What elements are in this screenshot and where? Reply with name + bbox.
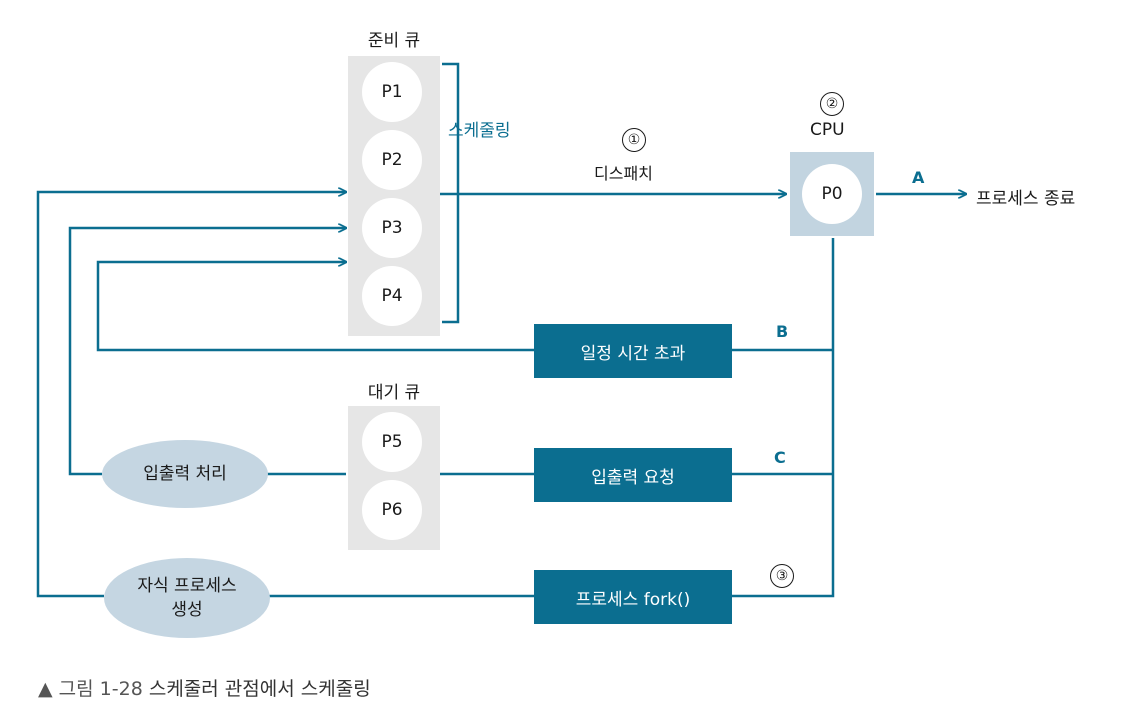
caption-figure-number: 그림 1-28 — [58, 678, 143, 700]
process-p2: P2 — [362, 130, 422, 190]
process-p6: P6 — [362, 480, 422, 540]
caption-text: 스케줄러 관점에서 스케줄링 — [148, 678, 371, 700]
process-p3: P3 — [362, 198, 422, 258]
io-request-letter: C — [774, 448, 786, 467]
process-p1: P1 — [362, 62, 422, 122]
exit-letter: A — [912, 168, 925, 187]
waiting-queue-title: 대기 큐 — [367, 383, 421, 403]
dispatch-label: 디스패치 — [594, 164, 653, 183]
figure-caption: ▲ 그림 1-28 스케줄러 관점에서 스케줄링 — [38, 674, 371, 701]
caption-marker: ▲ — [38, 678, 53, 700]
timeout-return-arrow — [96, 262, 534, 352]
fork-box: 프로세스 fork() — [534, 570, 732, 624]
child-process-label-line1: 자식 프로세스 — [137, 576, 237, 596]
timeout-box: 일정 시간 초과 — [534, 324, 732, 378]
io-request-box: 입출력 요청 — [534, 448, 732, 502]
io-return-arrow — [68, 228, 346, 476]
io-handling-ellipse: 입출력 처리 — [102, 440, 268, 508]
process-p0: P0 — [802, 164, 862, 224]
io-handling-label: 입출력 처리 — [143, 464, 227, 484]
timeout-letter: B — [776, 322, 789, 341]
cpu-number: ② — [820, 92, 844, 116]
cpu-down-line — [732, 238, 835, 598]
exit-label: 프로세스 종료 — [976, 189, 1076, 209]
child-process-ellipse: 자식 프로세스 생성 — [104, 558, 270, 638]
process-p4: P4 — [362, 266, 422, 326]
child-process-label-line2: 생성 — [171, 600, 203, 620]
fork-number: ③ — [770, 564, 794, 588]
scheduling-label: 스케줄링 — [448, 121, 511, 141]
process-p5: P5 — [362, 412, 422, 472]
dispatch-number: ① — [622, 128, 646, 152]
cpu-box: P0 — [790, 152, 874, 236]
child-return-arrow — [36, 192, 346, 598]
ready-queue-title: 준비 큐 — [367, 31, 421, 51]
cpu-label: CPU — [810, 120, 845, 140]
